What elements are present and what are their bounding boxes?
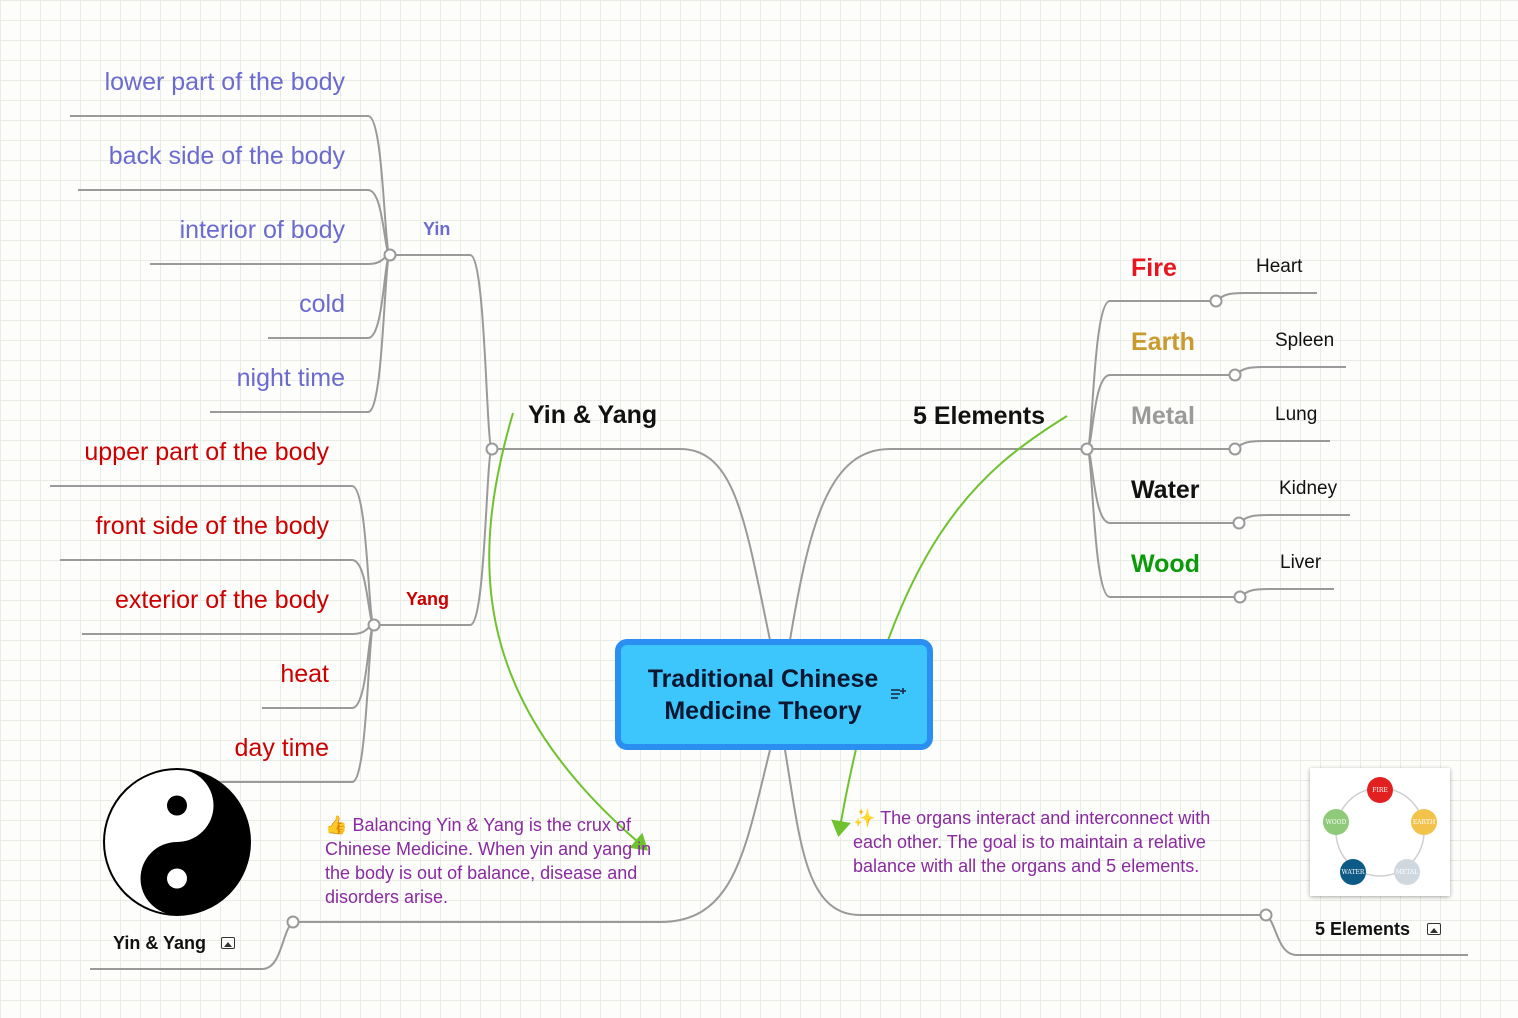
five-elements-note-text: The organs interact and interconnect wit… xyxy=(853,808,1211,876)
image-icon xyxy=(221,937,235,949)
yang-topic[interactable]: Yang xyxy=(406,589,450,609)
organ-liver[interactable]: Liver xyxy=(1280,552,1322,573)
diagram-label-metal: METAL xyxy=(1396,869,1419,876)
element-wood[interactable]: Wood xyxy=(1131,550,1200,578)
element-metal[interactable]: Metal xyxy=(1131,402,1195,430)
five-elements-note[interactable]: ✨ The organs interact and interconnect w… xyxy=(853,806,1245,878)
element-earth[interactable]: Earth xyxy=(1131,328,1195,356)
yang-item-exterior[interactable]: exterior of the body xyxy=(114,586,329,614)
five-elements-image[interactable]: FIRE EARTH METAL WATER WOOD xyxy=(1310,768,1450,896)
element-water[interactable]: Water xyxy=(1131,476,1200,504)
yin-item-interior[interactable]: interior of body xyxy=(179,216,345,244)
yin-yang-topic[interactable]: Yin & Yang xyxy=(528,401,658,429)
central-topic-title: Traditional Chinese Medicine Theory xyxy=(647,664,879,725)
organ-heart[interactable]: Heart xyxy=(1256,256,1303,277)
diagram-label-fire: FIRE xyxy=(1372,787,1387,794)
thumbs-up-icon: 👍 xyxy=(325,815,348,835)
yin-yang-note[interactable]: 👍 Balancing Yin & Yang is the crux of Ch… xyxy=(325,813,655,909)
yang-item-day-time[interactable]: day time xyxy=(234,734,329,762)
yang-item-heat[interactable]: heat xyxy=(280,660,329,688)
yin-yang-note-text: Balancing Yin & Yang is the crux of Chin… xyxy=(325,815,652,907)
five-elements-image-label[interactable]: 5 Elements xyxy=(1315,919,1411,939)
notes-icon[interactable] xyxy=(889,685,907,703)
diagram-label-water: WATER xyxy=(1342,869,1365,876)
yin-topic[interactable]: Yin xyxy=(423,219,451,239)
yin-item-lower-body[interactable]: lower part of the body xyxy=(104,68,345,96)
yin-yang-image-label[interactable]: Yin & Yang xyxy=(113,933,207,953)
image-icon xyxy=(1427,923,1441,935)
element-fire[interactable]: Fire xyxy=(1131,254,1177,282)
yin-item-night-time[interactable]: night time xyxy=(236,364,345,392)
yin-item-back-side[interactable]: back side of the body xyxy=(108,142,345,170)
diagram-label-wood: WOOD xyxy=(1326,819,1347,826)
yang-item-front-side[interactable]: front side of the body xyxy=(95,512,329,540)
yin-item-cold[interactable]: cold xyxy=(299,290,345,318)
yin-yang-image[interactable] xyxy=(102,767,252,917)
organ-spleen[interactable]: Spleen xyxy=(1275,330,1335,351)
central-topic[interactable]: Traditional Chinese Medicine Theory xyxy=(615,639,933,750)
organ-lung[interactable]: Lung xyxy=(1275,404,1318,425)
diagram-label-earth: EARTH xyxy=(1413,819,1435,826)
sparkles-icon: ✨ xyxy=(853,808,876,828)
five-elements-diagram: FIRE EARTH METAL WATER WOOD xyxy=(1323,777,1437,885)
organ-kidney[interactable]: Kidney xyxy=(1279,478,1338,499)
five-elements-topic[interactable]: 5 Elements xyxy=(913,402,1046,430)
yang-item-upper-body[interactable]: upper part of the body xyxy=(84,438,329,466)
